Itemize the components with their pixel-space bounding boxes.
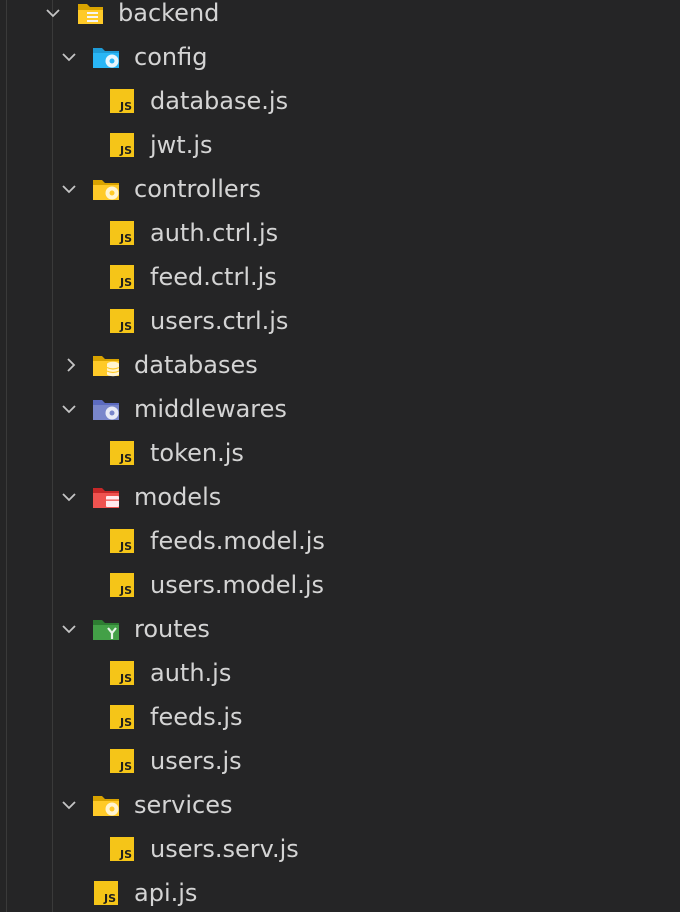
js-file-icon: JS — [110, 661, 134, 685]
file-label: users.model.js — [150, 571, 325, 599]
folder-label: middlewares — [134, 395, 287, 423]
js-file-icon: JS — [94, 881, 118, 905]
file-label: jwt.js — [150, 131, 213, 159]
file-item[interactable]: JS feeds.model.js — [0, 519, 680, 563]
folder-routes-icon — [93, 620, 119, 640]
js-file-icon: JS — [110, 749, 134, 773]
file-item[interactable]: JS feed.ctrl.js — [0, 255, 680, 299]
folder-label: config — [134, 43, 208, 71]
folder-label: services — [134, 791, 233, 819]
file-label: auth.ctrl.js — [150, 219, 279, 247]
file-label: feeds.model.js — [150, 527, 325, 555]
js-file-icon: JS — [110, 133, 134, 157]
folder-models[interactable]: models — [0, 475, 680, 519]
file-label: database.js — [150, 87, 289, 115]
file-item[interactable]: JS database.js — [0, 79, 680, 123]
js-file-icon: JS — [110, 221, 134, 245]
folder-config[interactable]: config — [0, 35, 680, 79]
folder-label: controllers — [134, 175, 261, 203]
chevron-down-icon[interactable] — [54, 35, 82, 79]
folder-label: backend — [118, 0, 220, 27]
chevron-down-icon[interactable] — [38, 0, 66, 35]
indent-guide — [6, 0, 7, 912]
file-item[interactable]: JS jwt.js — [0, 123, 680, 167]
folder-services[interactable]: services — [0, 783, 680, 827]
file-item[interactable]: JS auth.ctrl.js — [0, 211, 680, 255]
folder-models-icon — [93, 488, 119, 508]
folder-databases[interactable]: databases — [0, 343, 680, 387]
folder-config-icon — [93, 48, 119, 68]
file-item[interactable]: JS token.js — [0, 431, 680, 475]
file-label: feeds.js — [150, 703, 243, 731]
file-item[interactable]: JS users.ctrl.js — [0, 299, 680, 343]
folder-controllers[interactable]: controllers — [0, 167, 680, 211]
file-label: auth.js — [150, 659, 232, 687]
folder-label: routes — [134, 615, 210, 643]
file-label: users.ctrl.js — [150, 307, 289, 335]
indent-guide — [52, 0, 53, 912]
chevron-down-icon[interactable] — [54, 475, 82, 519]
file-item[interactable]: JS feeds.js — [0, 695, 680, 739]
js-file-icon: JS — [110, 837, 134, 861]
folder-label: databases — [134, 351, 258, 379]
file-label: users.serv.js — [150, 835, 299, 863]
js-file-icon: JS — [110, 529, 134, 553]
chevron-right-icon[interactable] — [56, 343, 84, 387]
file-item[interactable]: JS api.js — [0, 871, 680, 912]
file-label: api.js — [134, 879, 198, 907]
file-label: users.js — [150, 747, 242, 775]
file-item[interactable]: JS auth.js — [0, 651, 680, 695]
chevron-down-icon[interactable] — [54, 783, 82, 827]
folder-backend[interactable]: backend — [0, 0, 680, 35]
js-file-icon: JS — [110, 265, 134, 289]
folder-routes[interactable]: routes — [0, 607, 680, 651]
folder-middleware-icon — [93, 400, 119, 420]
chevron-down-icon[interactable] — [54, 167, 82, 211]
folder-open-icon — [78, 4, 103, 24]
js-file-icon: JS — [110, 309, 134, 333]
file-item[interactable]: JS users.serv.js — [0, 827, 680, 871]
folder-middlewares[interactable]: middlewares — [0, 387, 680, 431]
folder-controllers-icon — [93, 180, 119, 200]
file-label: token.js — [150, 439, 244, 467]
chevron-down-icon[interactable] — [54, 387, 82, 431]
folder-database-icon — [93, 356, 120, 377]
file-item[interactable]: JS users.js — [0, 739, 680, 783]
js-file-icon: JS — [110, 441, 134, 465]
file-item[interactable]: JS users.model.js — [0, 563, 680, 607]
js-file-icon: JS — [110, 89, 134, 113]
folder-label: models — [134, 483, 222, 511]
js-file-icon: JS — [110, 573, 134, 597]
folder-services-icon — [93, 796, 119, 816]
file-label: feed.ctrl.js — [150, 263, 277, 291]
chevron-down-icon[interactable] — [54, 607, 82, 651]
js-file-icon: JS — [110, 705, 134, 729]
